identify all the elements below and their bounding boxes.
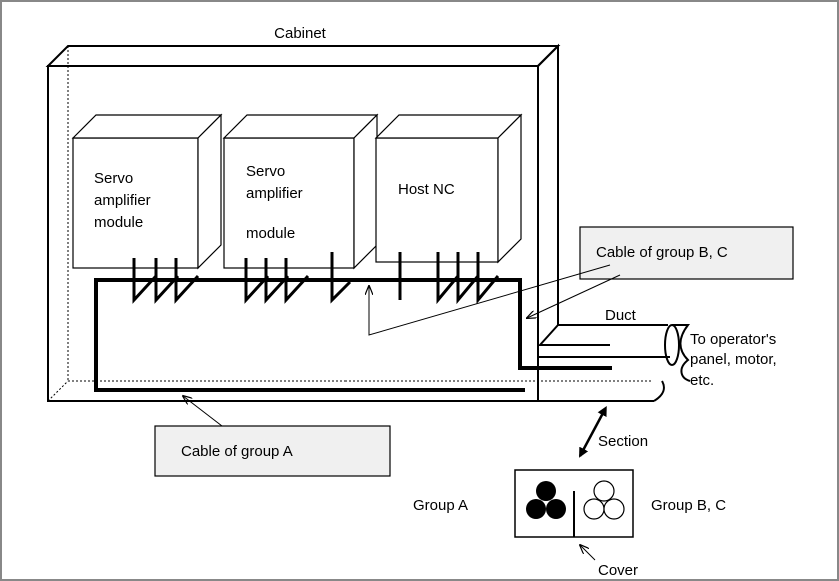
host-nc-module [374,113,523,264]
group-a-label: Group A [413,497,468,514]
cable-bc-pointers [369,264,621,336]
section-arrow [578,405,607,458]
duct [48,324,691,402]
group-bc-cables [583,480,625,520]
cable-a-callout [154,425,391,477]
servo-module-1 [71,113,223,270]
group-a-cables [526,481,566,519]
group-bc-label: Group B, C [651,497,726,514]
host-nc-label: Host NC [398,181,455,198]
cable-a-pointer [183,396,223,427]
servo-module-1-label: Servo amplifier module [94,170,155,231]
cover-pointer [580,545,596,561]
section-label: Section [598,433,648,450]
servo-module-2-label: Servo amplifier module [246,163,307,242]
cable-a-label: Cable of group A [181,443,293,460]
cable-group-a-loop [94,278,612,392]
duct-label: Duct [605,307,637,324]
servo-module-2 [222,113,379,270]
cable-bc-callout [579,226,794,280]
cabinet-label: Cabinet [274,25,327,42]
cover-label: Cover [598,562,638,579]
connectors [132,252,500,305]
cable-bc-label: Cable of group B, C [596,244,728,261]
to-operator-label: To operator's panel, motor, etc. [690,331,781,389]
section-view [514,469,634,538]
